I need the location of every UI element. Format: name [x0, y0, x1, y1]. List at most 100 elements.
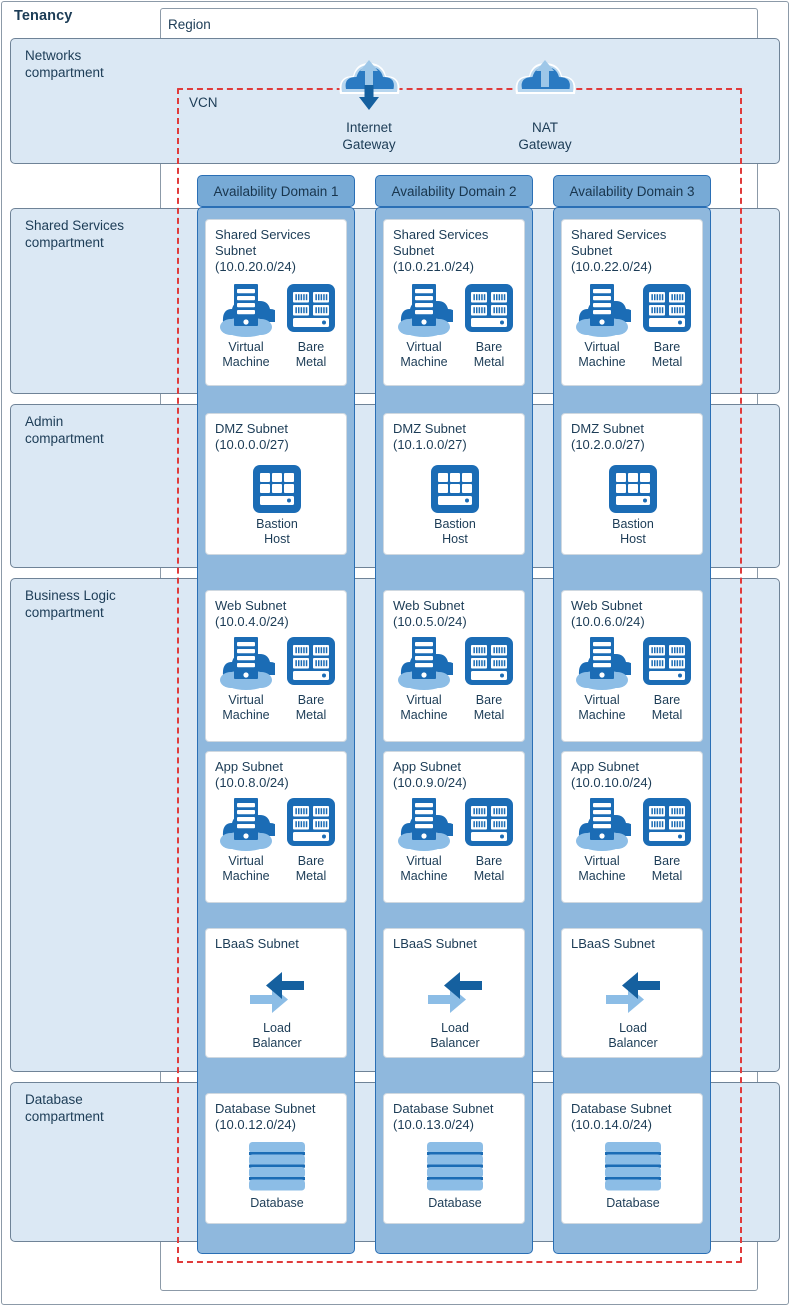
compartment-label: Networks compartment	[25, 48, 104, 80]
subnet-title: Database Subnet (10.0.14.0/24)	[571, 1101, 672, 1132]
subnet-card-database-1: Database Subnet (10.0.12.0/24) Database	[205, 1093, 347, 1224]
availability-domain-header-1: Availability Domain 1	[197, 175, 355, 207]
bare-metal-caption: Bare Metal	[651, 854, 683, 883]
subnet-title: App Subnet (10.0.8.0/24)	[215, 759, 289, 790]
bare-metal-glyph	[285, 635, 337, 691]
virtual-machine-item: Virtual Machine	[395, 635, 453, 723]
subnet-card-dmz-2: DMZ Subnet (10.1.0.0/27) Bastion Host	[383, 413, 525, 555]
bastion-host-caption: Bastion Host	[612, 517, 654, 546]
subnet-card-database-2: Database Subnet (10.0.13.0/24)Database	[383, 1093, 525, 1224]
bastion-host-glyph	[607, 463, 659, 515]
subnet-icon-row: Virtual Machine Bare Metal	[384, 282, 526, 370]
database-icon	[249, 1142, 305, 1191]
subnet-icon-row: Virtual Machine Bare Metal	[384, 635, 526, 723]
virtual-machine-caption: Virtual Machine	[578, 854, 626, 883]
subnet-card-app-3: App Subnet (10.0.10.0/24) Virtual Machin…	[561, 751, 703, 903]
bastion-host-glyph	[251, 463, 303, 515]
bare-metal-item: Bare Metal	[285, 635, 337, 723]
database-glyph	[247, 1142, 307, 1194]
virtual-machine-item: Virtual Machine	[573, 635, 631, 723]
virtual-machine-glyph	[395, 282, 453, 338]
bare-metal-glyph	[285, 796, 337, 852]
subnet-icon-row: Virtual Machine Bare Metal	[206, 796, 348, 884]
subnet-card-app-1: App Subnet (10.0.8.0/24) Virtual Machine…	[205, 751, 347, 903]
subnet-card-dmz-3: DMZ Subnet (10.2.0.0/27) Bastion Host	[561, 413, 703, 555]
subnet-card-web-3: Web Subnet (10.0.6.0/24) Virtual Machine…	[561, 590, 703, 742]
load-balancer-caption: Load Balancer	[252, 1021, 302, 1050]
bare-metal-glyph	[641, 796, 693, 852]
bare-metal-glyph	[463, 282, 515, 338]
database-glyph	[425, 1142, 485, 1194]
virtual-machine-caption: Virtual Machine	[222, 340, 270, 369]
load-balancer-icon	[428, 972, 482, 1013]
load-balancer-item: Load Balancer	[422, 965, 488, 1051]
subnet-title: DMZ Subnet (10.0.0.0/27)	[215, 421, 289, 452]
load-balancer-glyph	[600, 965, 666, 1019]
subnet-icon-row: Load Balancer	[384, 965, 526, 1051]
bare-metal-item: Bare Metal	[285, 282, 337, 370]
subnet-title: Shared Services Subnet (10.0.21.0/24)	[393, 227, 489, 274]
subnet-title: Database Subnet (10.0.12.0/24)	[215, 1101, 316, 1132]
virtual-machine-caption: Virtual Machine	[400, 340, 448, 369]
subnet-card-lbaas-3: LBaaS Subnet Load Balancer	[561, 928, 703, 1058]
subnet-title: DMZ Subnet (10.1.0.0/27)	[393, 421, 467, 452]
bastion-host-icon	[431, 465, 479, 513]
virtual-machine-item: Virtual Machine	[395, 282, 453, 370]
bare-metal-caption: Bare Metal	[651, 340, 683, 369]
bare-metal-icon	[465, 798, 513, 846]
subnet-icon-row: Database	[206, 1142, 348, 1211]
compartment-label: Admin compartment	[25, 414, 104, 446]
bare-metal-item: Bare Metal	[641, 635, 693, 723]
bare-metal-icon	[465, 284, 513, 332]
virtual-machine-icon	[398, 637, 453, 690]
subnet-card-lbaas-2: LBaaS Subnet Load Balancer	[383, 928, 525, 1058]
subnet-icon-row: Database	[384, 1142, 526, 1211]
compartment-label: Business Logic compartment	[25, 588, 116, 620]
bare-metal-icon	[643, 637, 691, 685]
load-balancer-item: Load Balancer	[244, 965, 310, 1051]
virtual-machine-caption: Virtual Machine	[400, 693, 448, 722]
bare-metal-item: Bare Metal	[463, 635, 515, 723]
virtual-machine-caption: Virtual Machine	[578, 693, 626, 722]
virtual-machine-glyph	[573, 282, 631, 338]
virtual-machine-item: Virtual Machine	[395, 796, 453, 884]
virtual-machine-glyph	[217, 282, 275, 338]
bastion-host-caption: Bastion Host	[434, 517, 476, 546]
availability-domain-header-2: Availability Domain 2	[375, 175, 533, 207]
bare-metal-caption: Bare Metal	[473, 854, 505, 883]
virtual-machine-icon	[576, 284, 631, 337]
database-caption: Database	[606, 1196, 660, 1210]
virtual-machine-glyph	[573, 796, 631, 852]
load-balancer-glyph	[244, 965, 310, 1019]
bare-metal-icon	[287, 798, 335, 846]
virtual-machine-caption: Virtual Machine	[222, 854, 270, 883]
nat-gateway-label: NAT Gateway	[518, 120, 572, 152]
database-caption: Database	[428, 1196, 482, 1210]
bastion-host-item: Bastion Host	[429, 463, 481, 547]
database-icon	[605, 1142, 661, 1191]
bare-metal-caption: Bare Metal	[295, 340, 327, 369]
subnet-title: App Subnet (10.0.10.0/24)	[571, 759, 652, 790]
internet-gateway-icon	[330, 48, 408, 118]
virtual-machine-glyph	[217, 635, 275, 691]
bare-metal-caption: Bare Metal	[295, 693, 327, 722]
subnet-card-dmz-1: DMZ Subnet (10.0.0.0/27) Bastion Host	[205, 413, 347, 555]
subnet-title: LBaaS Subnet	[393, 936, 477, 951]
subnet-card-web-1: Web Subnet (10.0.4.0/24) Virtual Machine…	[205, 590, 347, 742]
virtual-machine-glyph	[573, 635, 631, 691]
virtual-machine-glyph	[395, 635, 453, 691]
bare-metal-caption: Bare Metal	[473, 693, 505, 722]
bare-metal-glyph	[641, 635, 693, 691]
subnet-title: Web Subnet (10.0.6.0/24)	[571, 598, 645, 629]
bare-metal-item: Bare Metal	[641, 282, 693, 370]
vcn-boundary	[177, 88, 742, 1263]
bare-metal-glyph	[285, 282, 337, 338]
virtual-machine-item: Virtual Machine	[217, 635, 275, 723]
load-balancer-caption: Load Balancer	[430, 1021, 480, 1050]
bastion-host-item: Bastion Host	[607, 463, 659, 547]
subnet-card-shared-services-2: Shared Services Subnet (10.0.21.0/24) Vi…	[383, 219, 525, 386]
virtual-machine-caption: Virtual Machine	[222, 693, 270, 722]
virtual-machine-icon	[398, 798, 453, 851]
subnet-icon-row: Bastion Host	[384, 463, 526, 547]
subnet-title: LBaaS Subnet	[571, 936, 655, 951]
